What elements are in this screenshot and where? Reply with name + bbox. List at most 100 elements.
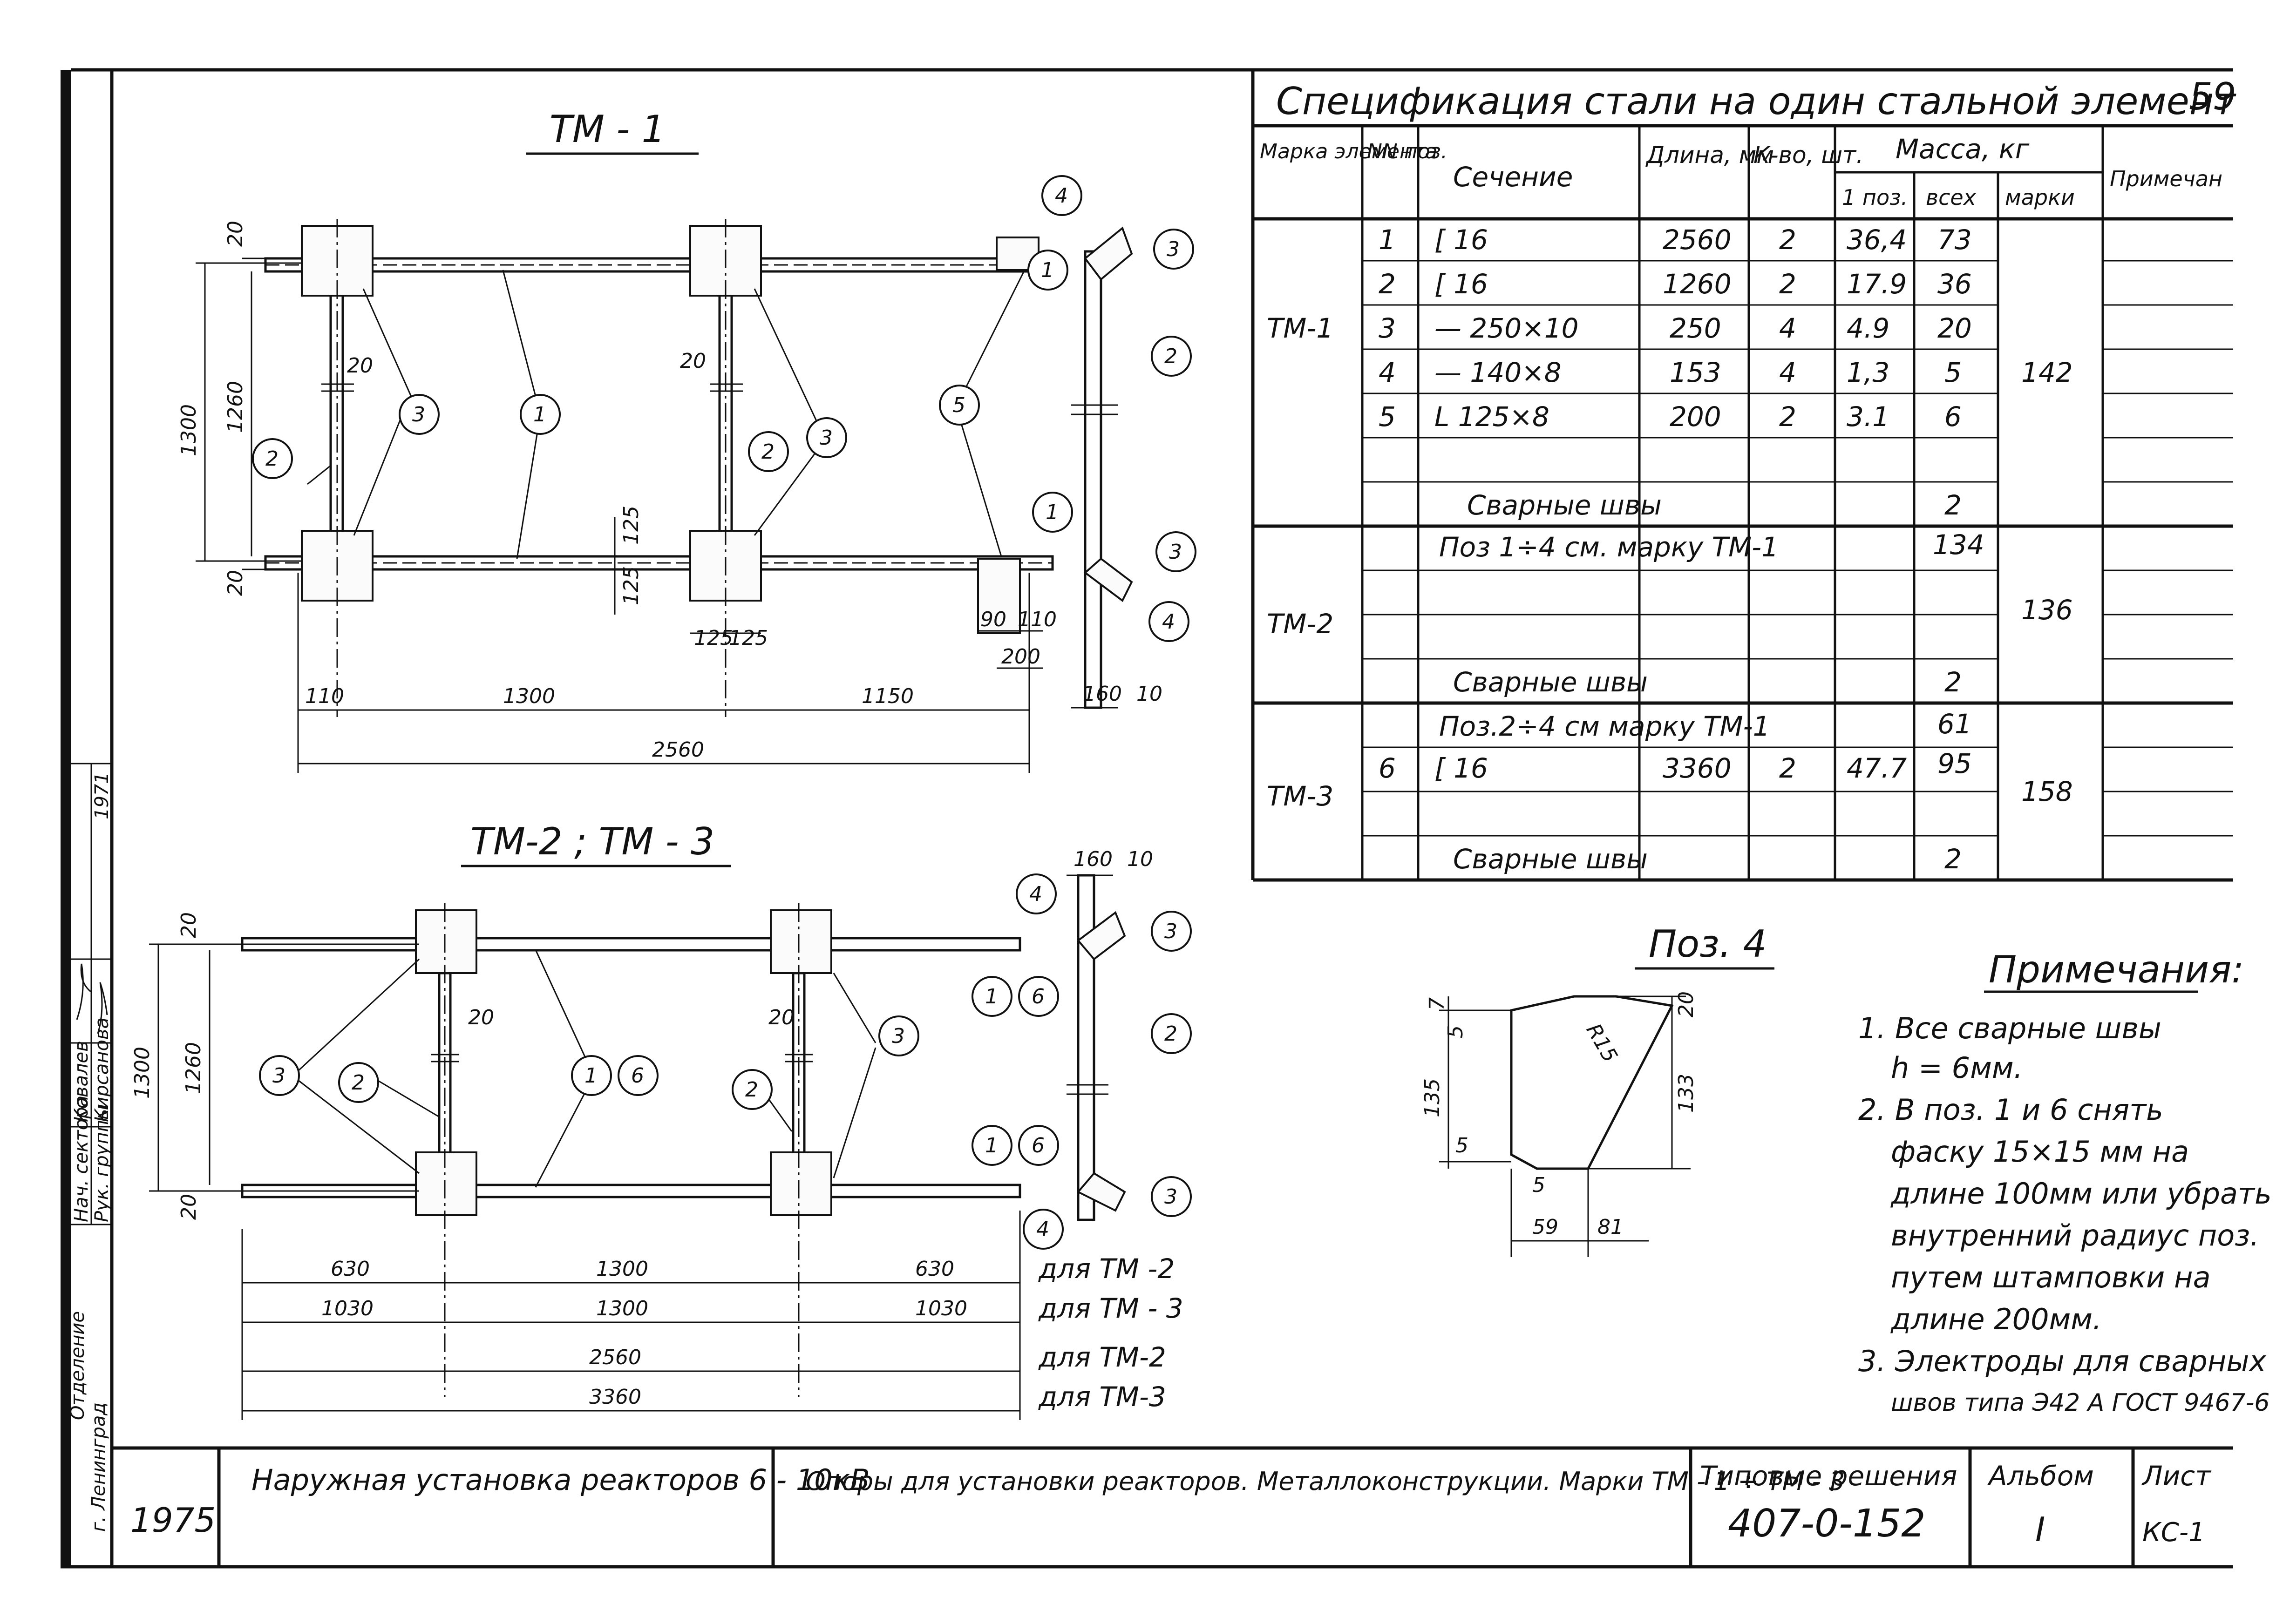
svg-text:R15: R15 [1581,1020,1622,1066]
svg-text:Сварные швы: Сварные швы [1467,489,1662,521]
signature-1 [76,963,91,1020]
header-mass-all: всех [1926,185,1977,210]
svg-text:длине 100мм или убрать: длине 100мм или убрать [1890,1177,2272,1211]
svg-text:1: 1 [985,1134,998,1157]
svg-text:20: 20 [177,1194,201,1220]
tb-sheet-value: КС-1 [2142,1517,2205,1548]
svg-text:для ТМ -2: для ТМ -2 [1038,1253,1175,1285]
svg-text:5: 5 [1444,1025,1468,1038]
tm1-mark-mass: 142 [2021,357,2073,388]
notes-title: Примечания: [1989,948,2244,991]
svg-text:20: 20 [1937,312,1972,344]
svg-text:швов типа Э42 А ГОСТ 9467-6: швов типа Э42 А ГОСТ 9467-6 [1891,1389,2270,1417]
svg-text:Поз.2÷4 см марку ТМ-1: Поз.2÷4 см марку ТМ-1 [1439,710,1770,742]
svg-text:2. В поз. 1 и 6 снять: 2. В поз. 1 и 6 снять [1858,1093,2163,1127]
svg-text:4: 4 [1055,184,1068,208]
svg-text:4: 4 [1779,357,1796,388]
svg-text:1300: 1300 [177,404,201,456]
svg-text:3. Электроды для сварных: 3. Электроды для сварных [1858,1344,2267,1378]
header-mass-mark: марки [2005,185,2075,210]
header-section: Сечение [1453,161,1573,193]
svg-text:36,4: 36,4 [1847,224,1907,256]
svg-text:17.9: 17.9 [1847,268,1907,300]
svg-text:6: 6 [1032,985,1045,1008]
svg-text:20: 20 [1674,991,1698,1017]
stamp-name-2: Кирсанова [91,1017,113,1122]
stamp-year: 1971 [91,772,113,819]
svg-text:2: 2 [761,440,775,464]
svg-text:1030: 1030 [321,1297,374,1320]
svg-text:фаску 15×15 мм на: фаску 15×15 мм на [1891,1135,2189,1169]
svg-text:[ 16: [ 16 [1434,224,1488,256]
signature-2 [97,982,108,1034]
svg-text:для ТМ-2: для ТМ-2 [1038,1341,1166,1373]
svg-text:5: 5 [1455,1134,1468,1157]
tm23-callouts: 3 2 1 6 2 3 4 1 6 3 2 1 6 3 4 [259,873,1192,1250]
svg-text:3: 3 [820,426,833,450]
stamp-role-1: Нач. сектора [71,1096,92,1222]
svg-text:125: 125 [619,566,643,605]
svg-text:160: 160 [1074,847,1113,871]
svg-text:5: 5 [1379,401,1396,433]
svg-text:Сварные швы: Сварные швы [1453,666,1648,698]
svg-text:2: 2 [1779,752,1796,784]
svg-text:5: 5 [1532,1173,1545,1197]
svg-text:Сварные швы: Сварные швы [1453,843,1648,875]
svg-text:7: 7 [1425,997,1449,1010]
svg-text:90: 90 [980,608,1006,631]
svg-text:3: 3 [1379,312,1396,344]
tm2-mark: ТМ-2 [1267,608,1333,640]
page-number: 59 [2189,75,2236,118]
svg-text:5: 5 [952,393,965,417]
svg-text:1030: 1030 [915,1297,967,1320]
svg-text:2: 2 [1944,666,1962,698]
svg-text:2: 2 [1944,489,1962,521]
svg-text:3: 3 [1169,540,1182,564]
tm1-side-view [1084,250,1102,709]
svg-text:20: 20 [224,221,247,247]
svg-text:Поз 1÷4 см. марку ТМ-1: Поз 1÷4 см. марку ТМ-1 [1439,531,1779,563]
tm1-left-post [329,292,344,555]
svg-text:1: 1 [533,403,546,426]
svg-text:5: 5 [1944,357,1962,388]
svg-text:— 140×8: — 140×8 [1434,357,1562,388]
spec-headers: Марка элемента NN поз. Сечение Длина, мм… [1260,133,2222,210]
pos4-detail: Поз. 4 7 5 135 5 5 59 81 133 20 R15 [1420,922,1774,1257]
svg-text:630: 630 [915,1257,954,1281]
svg-text:4: 4 [1162,610,1175,634]
svg-text:36: 36 [1937,268,1972,300]
svg-text:73: 73 [1937,224,1972,256]
svg-text:для ТМ-3: для ТМ-3 [1038,1381,1166,1413]
svg-text:2: 2 [1779,401,1796,433]
svg-text:160: 160 [1083,682,1122,706]
svg-text:125: 125 [694,626,733,650]
svg-text:1: 1 [584,1064,598,1088]
header-pos: NN поз. [1367,140,1447,163]
svg-text:20: 20 [768,1006,795,1029]
svg-text:2: 2 [1164,345,1177,368]
svg-text:200: 200 [1001,645,1040,669]
svg-text:1150: 1150 [862,684,914,708]
tm3-mark-mass: 158 [2021,776,2073,807]
svg-text:133: 133 [1674,1074,1698,1113]
svg-text:1: 1 [985,985,998,1008]
svg-text:для ТМ - 3: для ТМ - 3 [1038,1292,1183,1324]
svg-text:81: 81 [1597,1215,1624,1239]
tm1-callouts: 2 3 1 2 3 5 4 1 3 2 1 3 4 [252,175,1196,642]
header-mass: Масса, кг [1896,133,2030,165]
svg-text:47.7: 47.7 [1847,752,1907,784]
svg-text:1260: 1260 [182,1042,205,1094]
svg-text:3: 3 [1164,1185,1177,1209]
header-mark: Марка элемента [1260,140,1437,163]
svg-text:4.9: 4.9 [1847,312,1889,344]
svg-text:1260: 1260 [1663,268,1732,300]
svg-text:3360: 3360 [1663,752,1732,784]
svg-text:20: 20 [347,354,373,378]
svg-text:134: 134 [1933,529,1984,561]
svg-text:6: 6 [1032,1134,1045,1157]
header-note: Примечан [2110,166,2222,191]
svg-text:125: 125 [729,626,768,650]
svg-text:125: 125 [619,506,643,545]
tm3-mark: ТМ-3 [1267,780,1333,812]
svg-text:1300: 1300 [503,684,555,708]
